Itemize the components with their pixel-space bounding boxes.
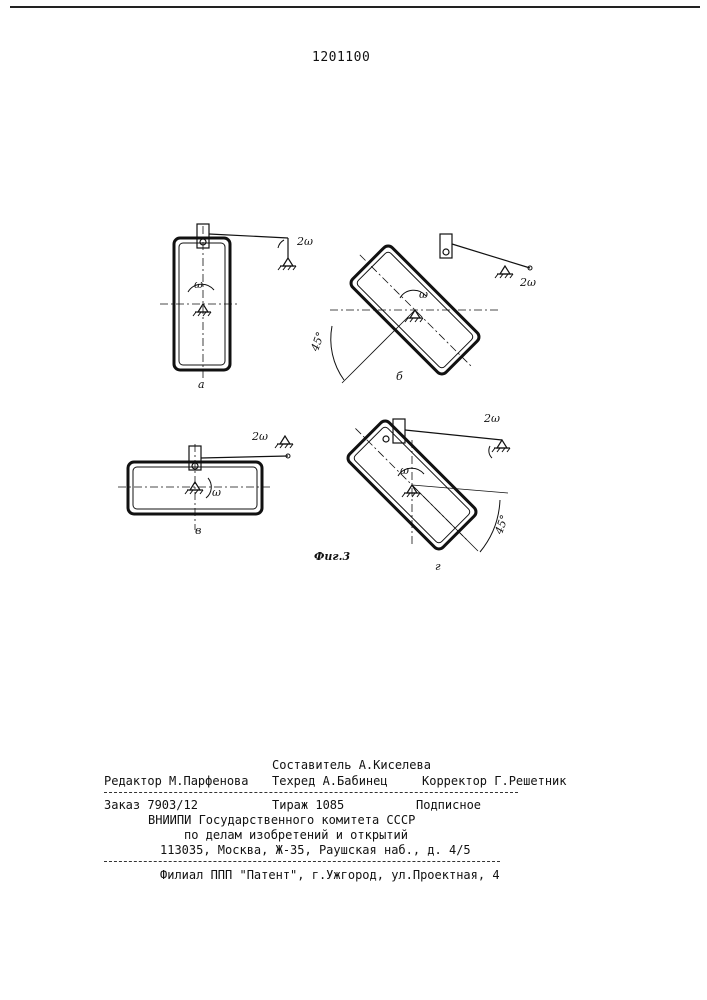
org-line-1: ВНИИПИ Государственного комитета СССР <box>148 813 415 827</box>
figure-caption: Фиг.3 <box>314 550 350 563</box>
corrector-line: Корректор Г.Решетник <box>422 774 567 788</box>
divider-2 <box>104 861 500 862</box>
panel-v-mechanism <box>118 436 293 530</box>
two-omega-label-g: 2ω <box>484 412 500 425</box>
omega-label-b: ω <box>419 288 428 301</box>
compiler-line: Составитель А.Киселева <box>272 758 431 772</box>
circulation-line: Тираж 1085 <box>272 798 344 812</box>
order-line: Заказ 7903/12 <box>104 798 198 812</box>
address-line: 113035, Москва, Ж-35, Раушская наб., д. … <box>160 843 471 857</box>
omega-label-v: ω <box>212 486 221 499</box>
two-omega-label-a: 2ω <box>297 235 313 248</box>
divider-1 <box>104 792 518 793</box>
techred-line: Техред А.Бабинец <box>272 774 388 788</box>
panel-label-a: а <box>198 378 205 391</box>
two-omega-label-b: 2ω <box>520 276 536 289</box>
omega-label-a: ω <box>194 278 203 291</box>
panel-label-g: г <box>435 560 441 573</box>
org-line-2: по делам изобретений и открытий <box>184 828 408 842</box>
panel-b-mechanism <box>330 234 532 386</box>
panel-label-b: б <box>396 370 403 383</box>
panel-a-mechanism <box>160 224 296 380</box>
branch-line: Филиал ППП "Патент", г.Ужгород, ул.Проек… <box>160 868 500 882</box>
panel-g-mechanism <box>336 409 510 562</box>
panel-label-v: в <box>195 524 201 537</box>
editor-line: Редактор М.Парфенова <box>104 774 249 788</box>
subscription-line: Подписное <box>416 798 481 812</box>
omega-label-g: ω <box>400 464 409 477</box>
two-omega-label-v: 2ω <box>252 430 268 443</box>
